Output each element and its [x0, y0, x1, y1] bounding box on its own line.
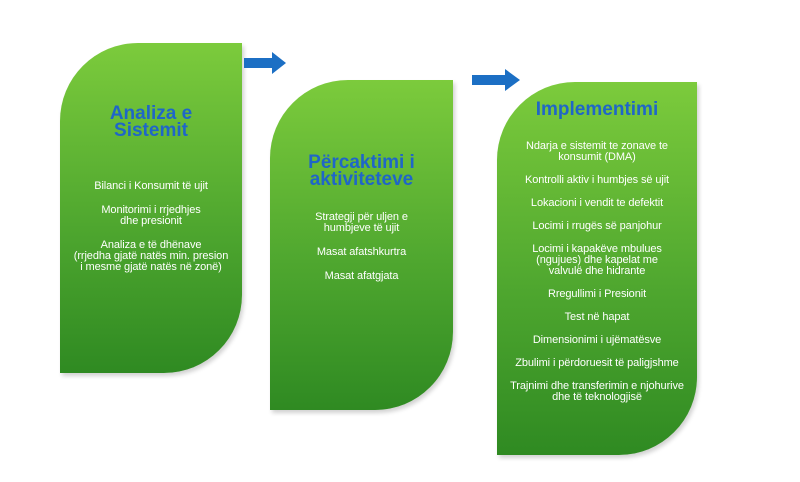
step-item: Bilanci i Konsumit të ujit [94, 180, 208, 192]
step-item: Ndarja e sistemit te zonave te konsumit … [526, 140, 668, 163]
step-item: Lokacioni i vendit te defektit [530, 197, 664, 209]
step-items: Ndarja e sistemit te zonave te konsumit … [497, 141, 697, 415]
step-title: Përcaktimi i aktiviteteve [270, 152, 453, 190]
step-items: Strategji për uljen e humbjeve të ujit M… [270, 212, 453, 295]
step-item: Strategji për uljen e humbjeve të ujit [315, 211, 408, 234]
right-arrow-icon [472, 69, 520, 91]
step-card-percaktimi: Përcaktimi i aktiviteteve Strategji për … [270, 80, 453, 410]
step-item: Kontrolli aktiv i humbjes së ujit [524, 174, 670, 186]
step-items: Bilanci i Konsumit të ujit Monitorimi i … [60, 181, 242, 286]
step-title-line: Implementimi [535, 99, 659, 120]
step-card-implementimi: Implementimi Ndarja e sistemit te zonave… [497, 82, 697, 455]
step-title-line: Analiza e [109, 103, 193, 124]
step-title: Implementimi [497, 99, 697, 120]
right-arrow-icon [244, 52, 286, 74]
step-item: Masat afatgjata [324, 270, 399, 282]
step-item: Trajnimi dhe transferimin e njohurive dh… [510, 380, 684, 403]
step-title: Analiza e Sistemit [60, 103, 242, 141]
step-title-line: Sistemit [114, 120, 188, 141]
step-item: Dimensionimi i ujëmatësve [532, 334, 662, 346]
step-item: Zbulimi i përdoruesit të paligjshme [515, 357, 679, 369]
step-card-analiza: Analiza e Sistemit Bilanci i Konsumit të… [60, 43, 242, 373]
step-item: Locimi i rrugës së panjohur [532, 220, 662, 232]
step-item: Analiza e të dhënave (rrjedha gjatë natë… [73, 239, 229, 273]
step-title-line: aktiviteteve [309, 169, 414, 190]
step-item: Test në hapat [564, 311, 630, 323]
step-item: Monitorimi i rrjedhjes dhe presionit [101, 204, 201, 227]
step-item: Locimi i kapakëve mbulues (ngujues) dhe … [532, 243, 662, 277]
step-item: Masat afatshkurtra [316, 246, 407, 258]
step-item: Rregullimi i Presionit [547, 288, 647, 300]
step-title-line: Përcaktimi i [308, 152, 415, 173]
